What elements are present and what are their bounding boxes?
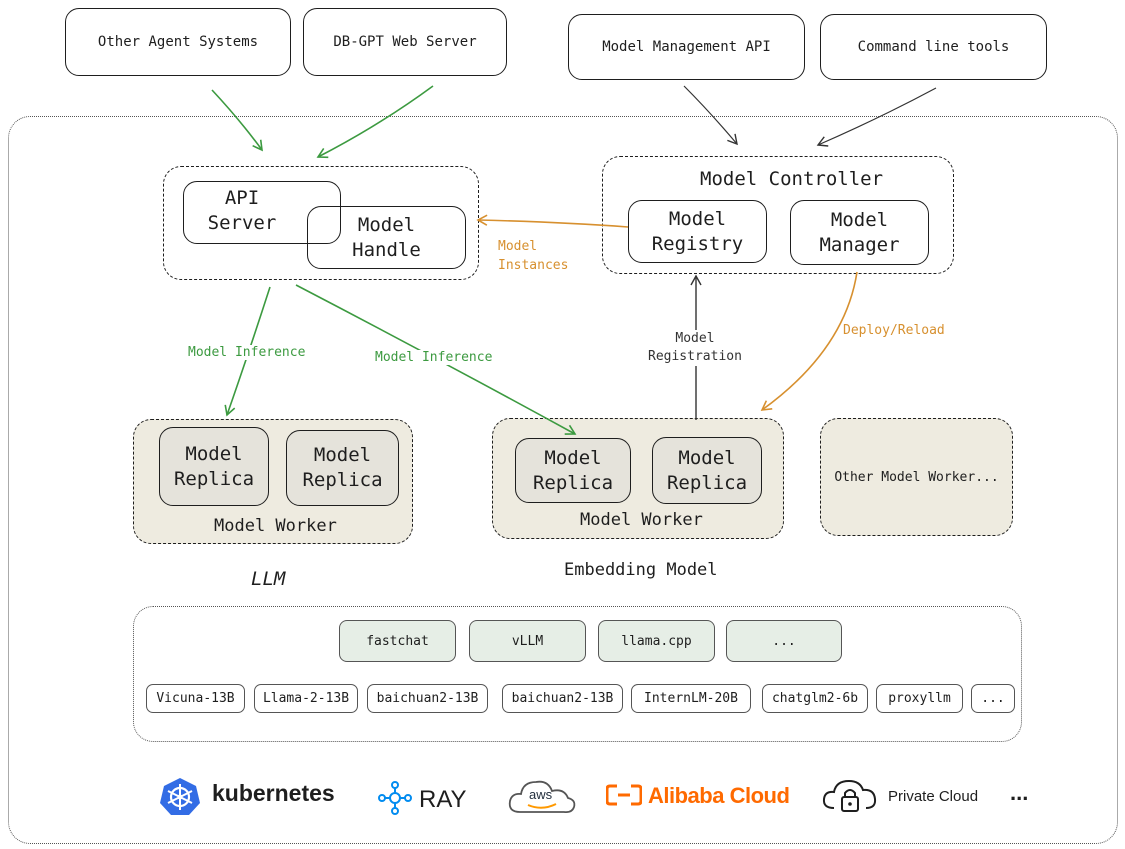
api-server-label: API Server <box>207 187 277 234</box>
model-controller-group <box>602 156 954 274</box>
alibaba-cloud-logo: Alibaba Cloud <box>605 783 796 815</box>
model-controller-title: Model Controller <box>700 168 884 190</box>
model-manager-box: Model Manager <box>790 200 929 265</box>
aws-text: aws <box>529 787 553 802</box>
command-line-tools-box: Command line tools <box>820 14 1047 80</box>
llm-replica-2: Model Replica <box>286 430 399 506</box>
model-baichuan2-a: baichuan2-13B <box>367 684 488 713</box>
model-registration-label: Model Registration <box>648 330 742 366</box>
model-registry-box: Model Registry <box>628 200 767 263</box>
alibaba-text: Alibaba Cloud <box>648 783 790 808</box>
engine-fastchat: fastchat <box>339 620 456 662</box>
other-model-worker-label: Other Model Worker... <box>834 469 999 485</box>
kubernetes-text: kubernetes <box>212 780 335 806</box>
model-llama2: Llama-2-13B <box>254 684 358 713</box>
model-inference-label-2: Model Inference <box>375 350 493 365</box>
other-agent-systems-label: Other Agent Systems <box>97 34 259 50</box>
model-more: ... <box>971 684 1015 713</box>
arrow-webserver-to-api <box>316 85 434 159</box>
llm-worker-label: Model Worker <box>214 516 337 536</box>
more-platforms: ... <box>1010 780 1029 805</box>
model-registry-label: Model Registry <box>651 207 744 255</box>
embedding-worker-label: Model Worker <box>580 510 703 530</box>
alibaba-icon <box>605 784 643 806</box>
ray-logo: RAY <box>377 780 477 820</box>
kubernetes-logo: kubernetes <box>158 776 368 816</box>
web-server-label: DB-GPT Web Server <box>333 34 477 50</box>
arrow-registry-to-handle <box>476 214 629 228</box>
model-inference-label-1: Model Inference <box>188 345 306 360</box>
arrow-api-to-controller <box>683 85 738 146</box>
kubernetes-icon <box>160 778 200 815</box>
aws-cloud-icon <box>508 780 576 814</box>
embedding-replica-1: Model Replica <box>515 438 631 503</box>
embedding-replica-2: Model Replica <box>652 437 762 504</box>
model-handle-label: Model Handle <box>352 213 421 261</box>
llm-replica-1-label: Model Replica <box>173 442 255 490</box>
aws-logo: aws <box>506 774 578 820</box>
inference-engines-group <box>133 606 1022 742</box>
engine-more: ... <box>726 620 842 662</box>
arrow-cli-to-controller <box>816 87 937 147</box>
model-management-api-box: Model Management API <box>568 14 805 80</box>
model-chatglm2: chatglm2-6b <box>762 684 868 713</box>
engine-vllm: vLLM <box>469 620 586 662</box>
ray-text: RAY <box>419 786 467 813</box>
embedding-caption: Embedding Model <box>564 560 718 580</box>
model-proxyllm: proxyllm <box>876 684 963 713</box>
model-management-api-label: Model Management API <box>602 39 771 55</box>
web-server-box: DB-GPT Web Server <box>303 8 507 76</box>
embedding-replica-2-label: Model Replica <box>666 446 748 494</box>
model-instances-label: Model Instances <box>498 239 569 273</box>
command-line-tools-label: Command line tools <box>857 39 1010 55</box>
model-handle-box: Model Handle <box>307 206 466 269</box>
model-vicuna: Vicuna-13B <box>146 684 245 713</box>
cluster-boundary <box>8 116 1118 844</box>
model-manager-label: Model Manager <box>819 208 900 256</box>
engine-llamacpp: llama.cpp <box>598 620 715 662</box>
other-agent-systems-box: Other Agent Systems <box>65 8 291 76</box>
private-cloud-icon <box>822 779 877 812</box>
api-server-box: API Server <box>183 181 341 244</box>
llm-replica-1: Model Replica <box>159 427 269 506</box>
private-cloud-logo: Private Cloud <box>822 776 992 816</box>
model-internlm: InternLM-20B <box>631 684 751 713</box>
llm-caption: LLM <box>251 568 286 590</box>
arrow-deploy <box>760 271 858 411</box>
embedding-replica-1-label: Model Replica <box>532 446 614 494</box>
private-cloud-text: Private Cloud <box>888 788 979 805</box>
deploy-reload-label: Deploy/Reload <box>843 323 945 338</box>
arrow-agents-to-api <box>211 89 263 152</box>
model-baichuan2-b: baichuan2-13B <box>502 684 623 713</box>
other-model-worker: Other Model Worker... <box>820 418 1013 536</box>
ray-icon <box>378 781 412 815</box>
llm-replica-2-label: Model Replica <box>302 444 383 491</box>
